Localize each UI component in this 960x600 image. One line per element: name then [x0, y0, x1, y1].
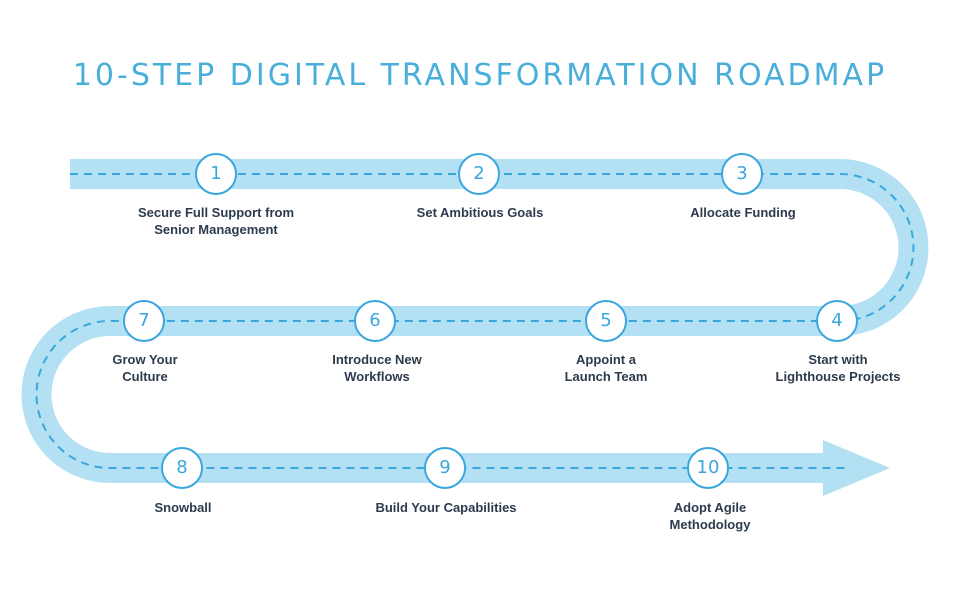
step-2-label: Set Ambitious Goals	[380, 204, 580, 221]
step-1-label: Secure Full Support from Senior Manageme…	[116, 204, 316, 238]
step-4-label: Start with Lighthouse Projects	[738, 351, 938, 385]
step-10-label-line-2: Methodology	[669, 517, 751, 532]
step-7-label-line-1: Grow Your	[112, 352, 178, 367]
step-10-label: Adopt Agile Methodology	[610, 499, 810, 533]
step-4-label-line-1: Start with	[808, 352, 868, 367]
page-title: 10-STEP DIGITAL TRANSFORMATION ROADMAP	[72, 58, 888, 93]
step-3-label-line-1: Allocate Funding	[690, 205, 796, 220]
step-6-label-line-1: Introduce New	[332, 352, 422, 367]
step-9-label-line-1: Build Your Capabilities	[375, 500, 517, 515]
step-9-node: 9	[424, 447, 466, 489]
step-5-label-line-1: Appoint a	[576, 352, 636, 367]
step-7-label-line-2: Culture	[122, 369, 168, 384]
step-7-label: Grow Your Culture	[45, 351, 245, 385]
step-1-label-line-2: Senior Management	[154, 222, 278, 237]
step-8-node: 8	[161, 447, 203, 489]
step-3-node: 3	[721, 153, 763, 195]
step-10-label-line-1: Adopt Agile	[673, 500, 747, 515]
step-4-node: 4	[816, 300, 858, 342]
step-6-label-line-2: Workflows	[344, 369, 410, 384]
step-8-label-line-1: Snowball	[154, 500, 212, 515]
step-1-label-line-1: Secure Full Support from	[137, 205, 294, 220]
step-2-node: 2	[458, 153, 500, 195]
step-9-label: Build Your Capabilities	[346, 499, 546, 516]
step-3-label: Allocate Funding	[643, 204, 843, 221]
step-6-node: 6	[354, 300, 396, 342]
arrow-head	[823, 440, 890, 496]
step-8-label: Snowball	[83, 499, 283, 516]
step-7-node: 7	[123, 300, 165, 342]
step-10-node: 10	[687, 447, 729, 489]
step-5-node: 5	[585, 300, 627, 342]
step-4-label-line-2: Lighthouse Projects	[775, 369, 901, 384]
step-2-label-line-1: Set Ambitious Goals	[416, 205, 544, 220]
step-5-label-line-2: Launch Team	[564, 369, 648, 384]
step-5-label: Appoint a Launch Team	[506, 351, 706, 385]
step-6-label: Introduce New Workflows	[277, 351, 477, 385]
step-1-node: 1	[195, 153, 237, 195]
